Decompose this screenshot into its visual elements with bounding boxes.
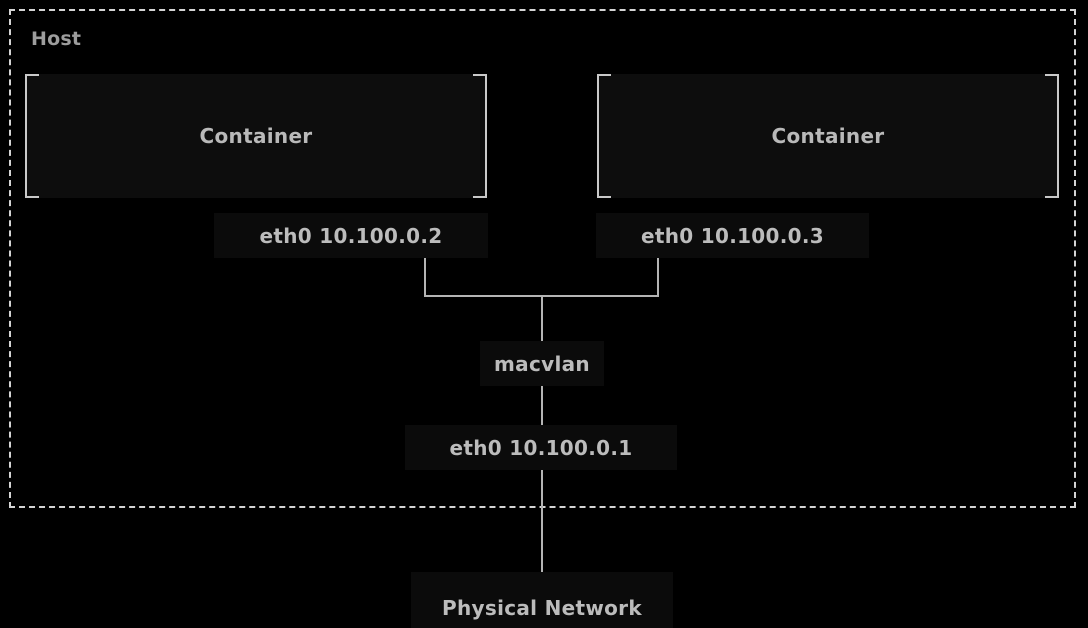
bracket-right-edge [1057, 74, 1059, 198]
edge-host-interface-to-physical-network [541, 425, 543, 572]
bracket-corner-bottom-right [1045, 196, 1059, 198]
host-interface-label: eth0 10.100.0.1 [449, 435, 633, 460]
edge-macvlan-to-host-interface [541, 386, 543, 425]
physical-network-box[interactable]: Physical Network [411, 572, 673, 628]
edge-container-1-to-bus [424, 258, 426, 297]
edge-container-2-to-bus [657, 258, 659, 297]
bracket-corner-top-right [473, 74, 487, 76]
container-2-interface-label: eth0 10.100.0.3 [641, 223, 824, 248]
bracket-corner-bottom-left [597, 196, 611, 198]
host-label: Host [31, 28, 82, 50]
bracket-corner-top-right [1045, 74, 1059, 76]
container-2-interface-box[interactable]: eth0 10.100.0.3 [596, 213, 869, 258]
container-label-1: Container [199, 124, 313, 148]
physical-network-label: Physical Network [442, 596, 642, 620]
bracket-corner-top-left [597, 74, 611, 76]
macvlan-box[interactable]: macvlan [480, 341, 604, 386]
container-box-1[interactable]: Container [25, 74, 487, 198]
bracket-corner-bottom-right [473, 196, 487, 198]
container-1-interface-label: eth0 10.100.0.2 [259, 223, 443, 248]
host-interface-box[interactable]: eth0 10.100.0.1 [405, 425, 677, 470]
bracket-right-edge [485, 74, 487, 198]
bracket-left-edge [25, 74, 27, 198]
container-label-2: Container [771, 124, 885, 148]
edge-bus-to-macvlan [541, 295, 543, 341]
macvlan-label: macvlan [494, 351, 590, 376]
container-box-2[interactable]: Container [597, 74, 1059, 198]
container-1-interface-box[interactable]: eth0 10.100.0.2 [214, 213, 488, 258]
bracket-corner-bottom-left [25, 196, 39, 198]
bracket-left-edge [597, 74, 599, 198]
bracket-corner-top-left [25, 74, 39, 76]
